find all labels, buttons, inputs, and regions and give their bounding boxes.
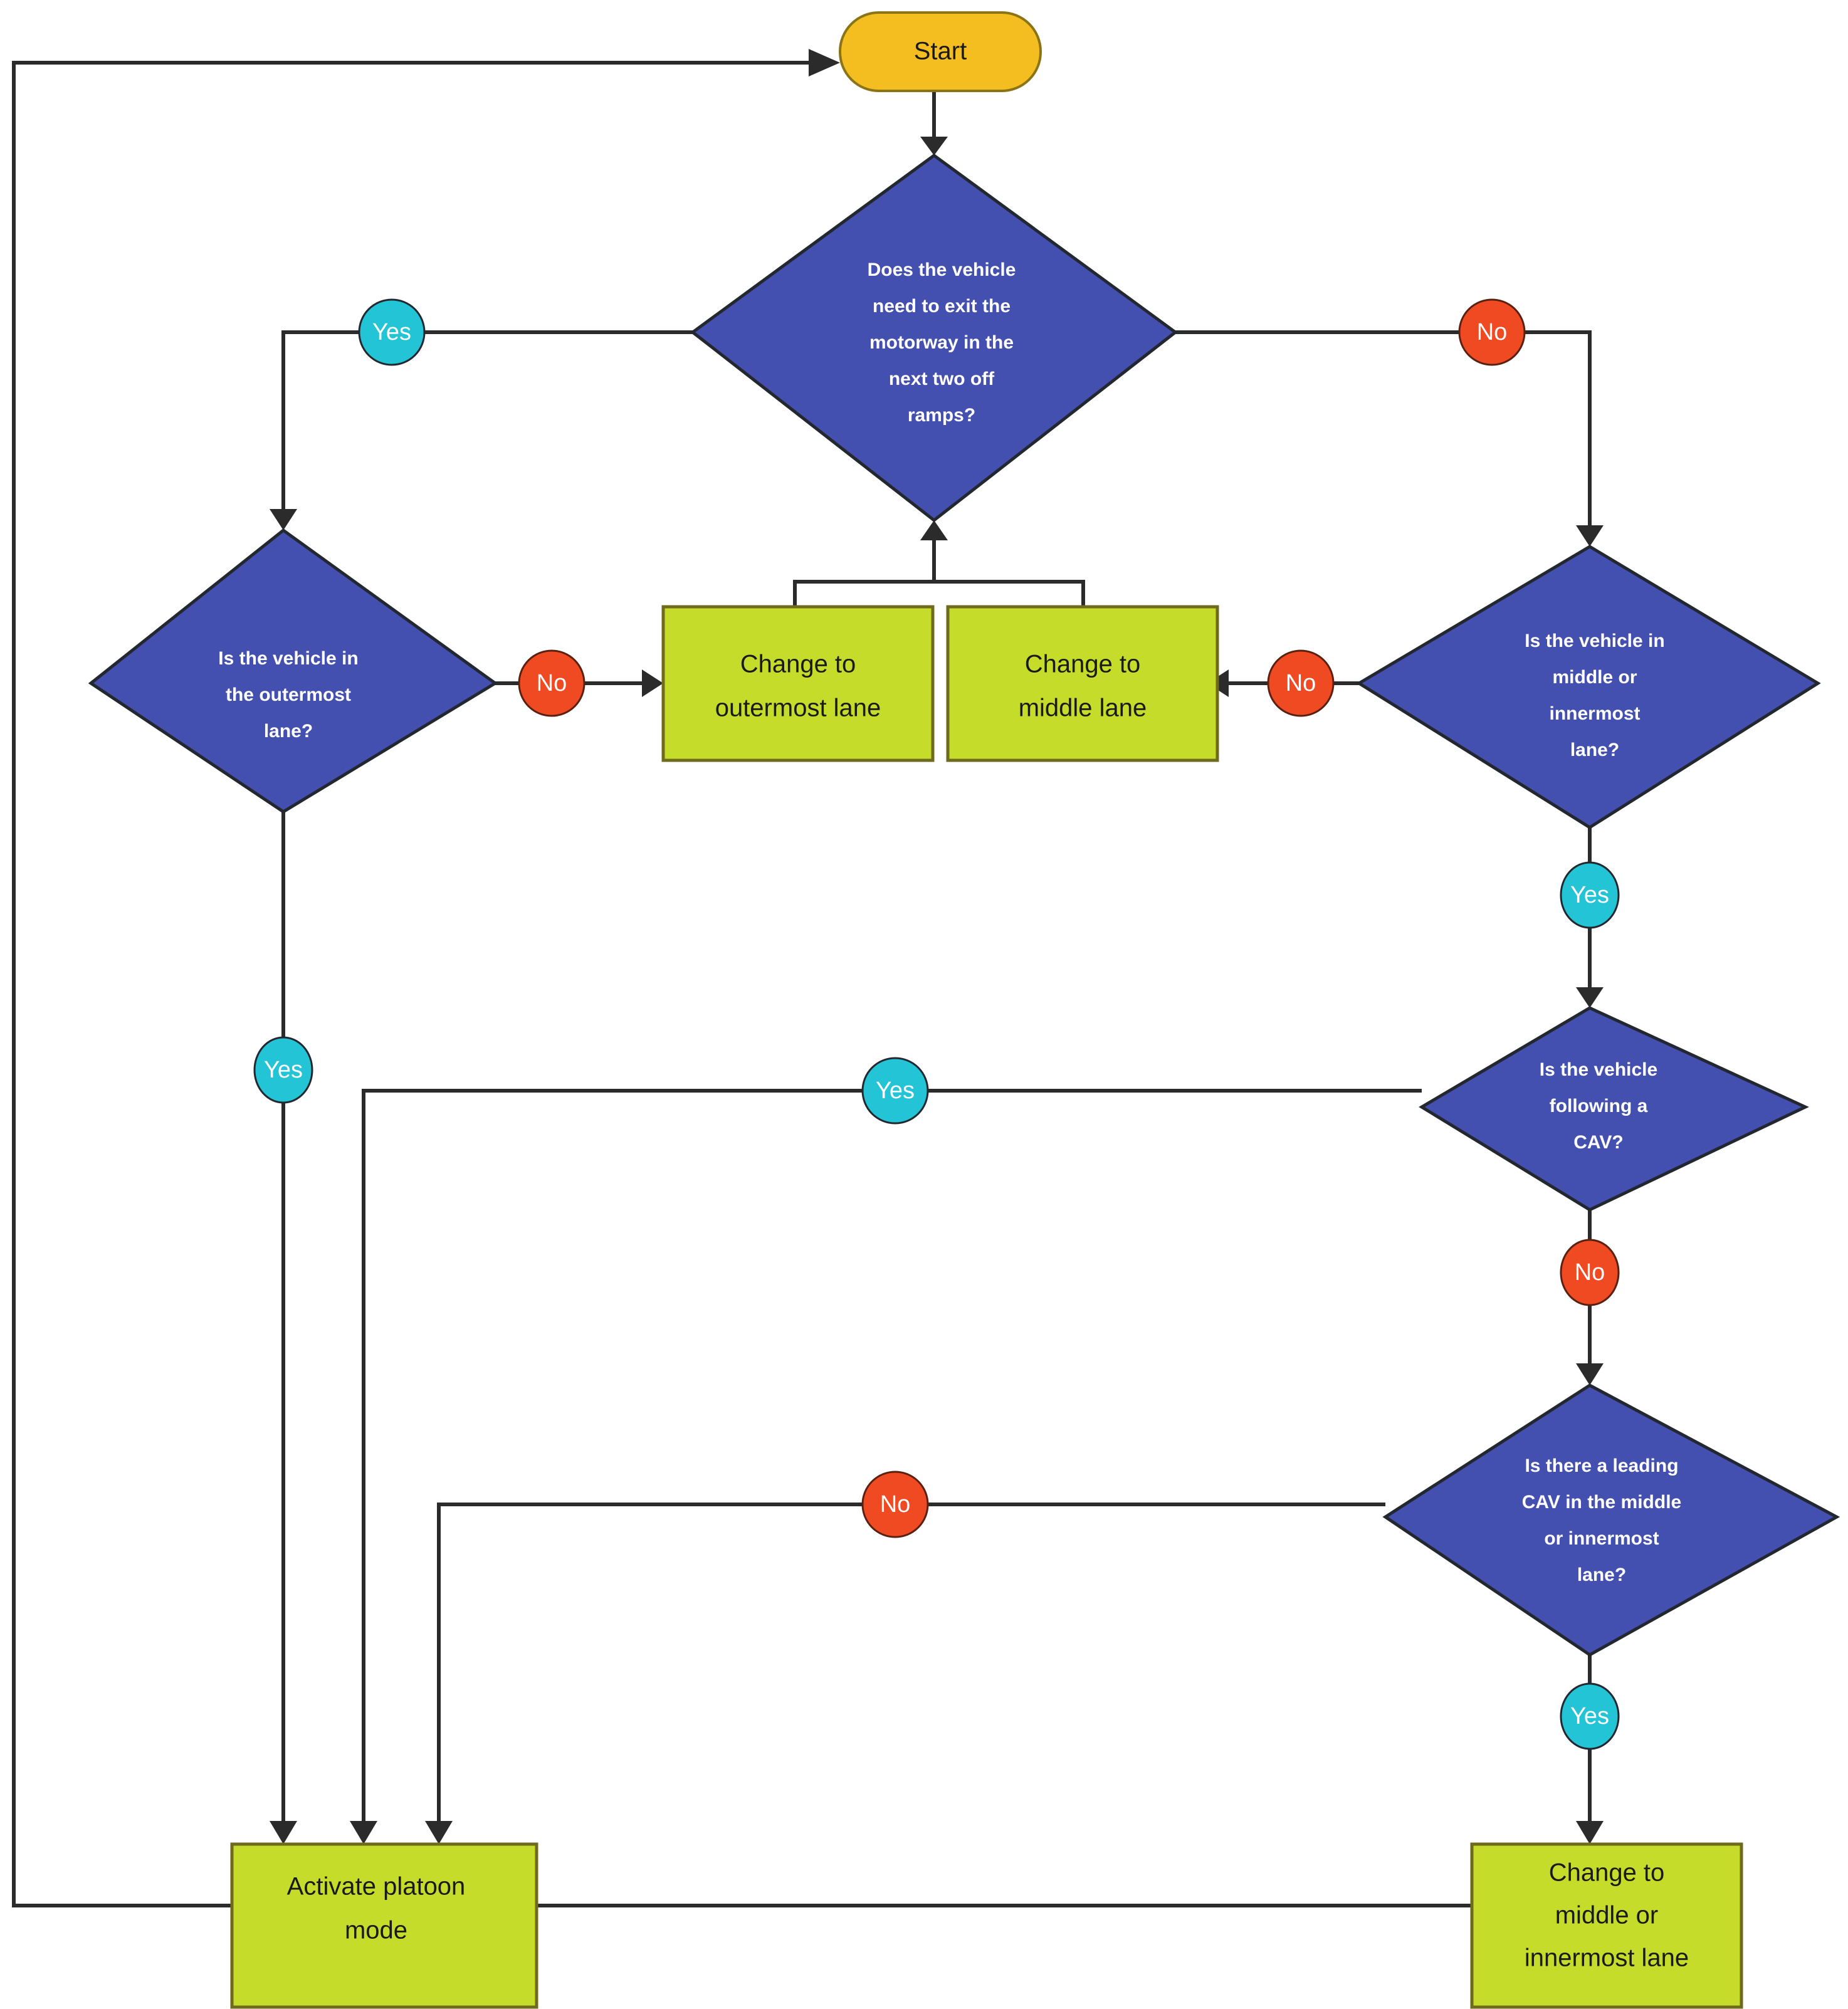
badge-no-circle — [861, 1471, 929, 1538]
badge-yes-exit-motorway[interactable]: Yes — [358, 298, 426, 366]
exit-motorway-line-2: need to exit the — [873, 296, 1011, 317]
leading-cav-line-2: CAV in the middle — [1522, 1492, 1681, 1513]
edge-changeinner-to-platoon — [513, 1892, 1472, 1919]
in-outermost-shape — [88, 528, 498, 814]
activate-platoon-line-2: mode — [345, 1917, 407, 1944]
node-leading-cav[interactable]: Is there a leading CAV in the middle or … — [1382, 1383, 1840, 1657]
start-shape — [839, 11, 1042, 92]
node-in-middle-or-innermost[interactable]: Is the vehicle in middle or innermost la… — [1356, 545, 1821, 829]
badge-yes-label: Yes — [876, 1078, 915, 1104]
node-change-to-middle-or-innermost-lane[interactable]: Change to middle or innermost lane — [1470, 1842, 1743, 2009]
change-middle-line-2: middle lane — [1019, 695, 1147, 722]
leading-cav-line-3: or innermost — [1544, 1528, 1659, 1549]
badge-no-label: No — [1286, 670, 1316, 696]
edge-exit-no-to-middleinner — [1175, 330, 1604, 547]
badge-no-middle-or-innermost[interactable]: No — [1267, 649, 1335, 717]
badge-no-circle — [518, 649, 585, 717]
exit-motorway-shape — [690, 153, 1179, 523]
badge-no-following-cav[interactable]: No — [1560, 1239, 1620, 1306]
badge-yes-circle — [358, 298, 426, 366]
badge-yes-following-cav[interactable]: Yes — [861, 1057, 929, 1125]
change-middle-inner-line-2: middle or — [1555, 1902, 1659, 1929]
badge-no-exit-motorway[interactable]: No — [1458, 298, 1526, 366]
edge-exit-yes-to-outermost — [270, 330, 693, 530]
change-outermost-shape — [661, 605, 935, 762]
badge-no-label: No — [1575, 1259, 1605, 1286]
badge-no-label: No — [1477, 319, 1508, 345]
badge-yes-label: Yes — [372, 319, 411, 345]
change-middle-shape — [946, 605, 1219, 762]
in-outermost-line-2: the outermost — [226, 685, 351, 705]
edge-followcav-yes-to-platoon — [350, 1089, 1422, 1844]
badge-no-label: No — [537, 670, 567, 696]
edge-outermost-yes-to-platoon — [270, 812, 297, 1844]
in-middle-inner-line-1: Is the vehicle in — [1525, 631, 1664, 651]
following-cav-line-3: CAV? — [1573, 1132, 1623, 1153]
node-exit-motorway[interactable]: Does the vehicle need to exit the motorw… — [690, 153, 1179, 523]
in-middle-inner-line-2: middle or — [1552, 667, 1637, 688]
badge-no-label: No — [880, 1491, 911, 1518]
badge-no-leading-cav[interactable]: No — [861, 1471, 929, 1538]
edge-loop-to-platoon-to-start — [12, 49, 840, 1907]
change-middle-line-1: Change to — [1025, 651, 1141, 678]
start-label: Start — [914, 38, 967, 65]
leading-cav-line-4: lane? — [1577, 1565, 1626, 1585]
badge-yes-circle — [253, 1036, 313, 1104]
badge-yes-circle — [861, 1057, 929, 1125]
badge-no-circle — [1267, 649, 1335, 717]
badge-yes-label: Yes — [264, 1057, 303, 1083]
badge-yes-leading-cav[interactable]: Yes — [1560, 1682, 1620, 1750]
in-outermost-line-3: lane? — [264, 721, 313, 742]
badge-yes-circle — [1560, 1682, 1620, 1750]
change-outermost-line-2: outermost lane — [715, 695, 881, 722]
badge-yes-outermost-lane[interactable]: Yes — [253, 1036, 313, 1104]
leading-cav-line-1: Is there a leading — [1525, 1456, 1678, 1476]
badge-yes-circle — [1560, 861, 1620, 929]
edge-start-to-exit — [920, 91, 948, 155]
change-middle-inner-shape — [1470, 1842, 1743, 2009]
change-middle-inner-line-3: innermost lane — [1525, 1944, 1689, 1972]
node-activate-platoon-mode[interactable]: Activate platoon mode — [230, 1842, 538, 2009]
in-middle-inner-line-3: innermost — [1549, 703, 1640, 724]
change-outermost-line-1: Change to — [740, 651, 856, 678]
activate-platoon-shape — [230, 1842, 538, 2009]
in-outermost-line-1: Is the vehicle in — [218, 648, 358, 669]
edge-leadingcav-no-to-platoon — [425, 1503, 1385, 1844]
exit-motorway-line-3: motorway in the — [869, 332, 1014, 353]
badge-layer: Yes No No No Yes Yes Yes No — [253, 298, 1620, 1750]
leading-cav-shape — [1382, 1383, 1840, 1657]
in-middle-inner-line-4: lane? — [1570, 740, 1619, 760]
exit-motorway-line-5: ramps? — [908, 405, 975, 426]
badge-no-circle — [1458, 298, 1526, 366]
badge-no-circle — [1560, 1239, 1620, 1306]
edge-changes-back-to-exit — [793, 520, 1085, 607]
in-middle-inner-shape — [1356, 545, 1821, 829]
badge-yes-middle-or-innermost[interactable]: Yes — [1560, 861, 1620, 929]
change-middle-inner-line-1: Change to — [1549, 1859, 1665, 1887]
node-change-to-outermost-lane[interactable]: Change to outermost lane — [661, 605, 935, 762]
badge-no-outermost-lane[interactable]: No — [518, 649, 585, 717]
following-cav-shape — [1419, 1006, 1809, 1212]
exit-motorway-line-4: next two off — [889, 369, 995, 389]
node-in-outermost-lane[interactable]: Is the vehicle in the outermost lane? — [88, 528, 498, 814]
badge-yes-label: Yes — [1570, 882, 1609, 908]
badge-yes-label: Yes — [1570, 1703, 1609, 1729]
node-start[interactable]: Start — [839, 11, 1042, 92]
following-cav-line-2: following a — [1550, 1096, 1648, 1116]
following-cav-line-1: Is the vehicle — [1540, 1059, 1657, 1080]
exit-motorway-line-1: Does the vehicle — [868, 260, 1016, 280]
node-following-cav[interactable]: Is the vehicle following a CAV? — [1419, 1006, 1809, 1212]
activate-platoon-line-1: Activate platoon — [287, 1873, 466, 1901]
node-change-to-middle-lane[interactable]: Change to middle lane — [946, 605, 1219, 762]
